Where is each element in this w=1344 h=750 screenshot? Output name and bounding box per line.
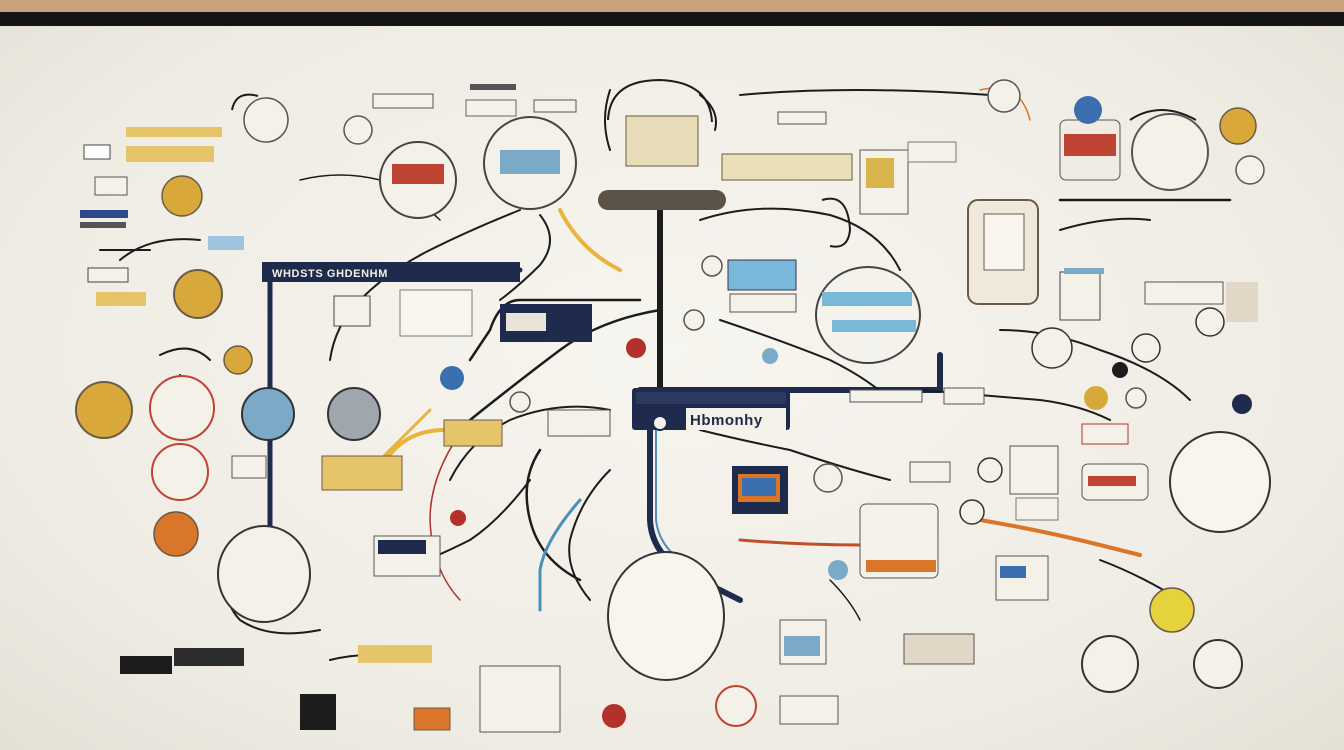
frame-wood-edge bbox=[0, 0, 1344, 12]
note-cards bbox=[80, 84, 1258, 733]
board-frame bbox=[0, 0, 1344, 26]
outline-arcs bbox=[231, 78, 1197, 248]
frame-black-edge bbox=[0, 12, 1344, 26]
central-hub-label: Hbmonhy bbox=[690, 412, 763, 429]
circle-nodes bbox=[75, 79, 1271, 728]
branch-header: WHDSTS GHDENHM bbox=[262, 262, 592, 342]
central-hub: Hbmonhy bbox=[598, 190, 790, 431]
branch-header-label: WHDSTS GHDENHM bbox=[272, 268, 388, 280]
